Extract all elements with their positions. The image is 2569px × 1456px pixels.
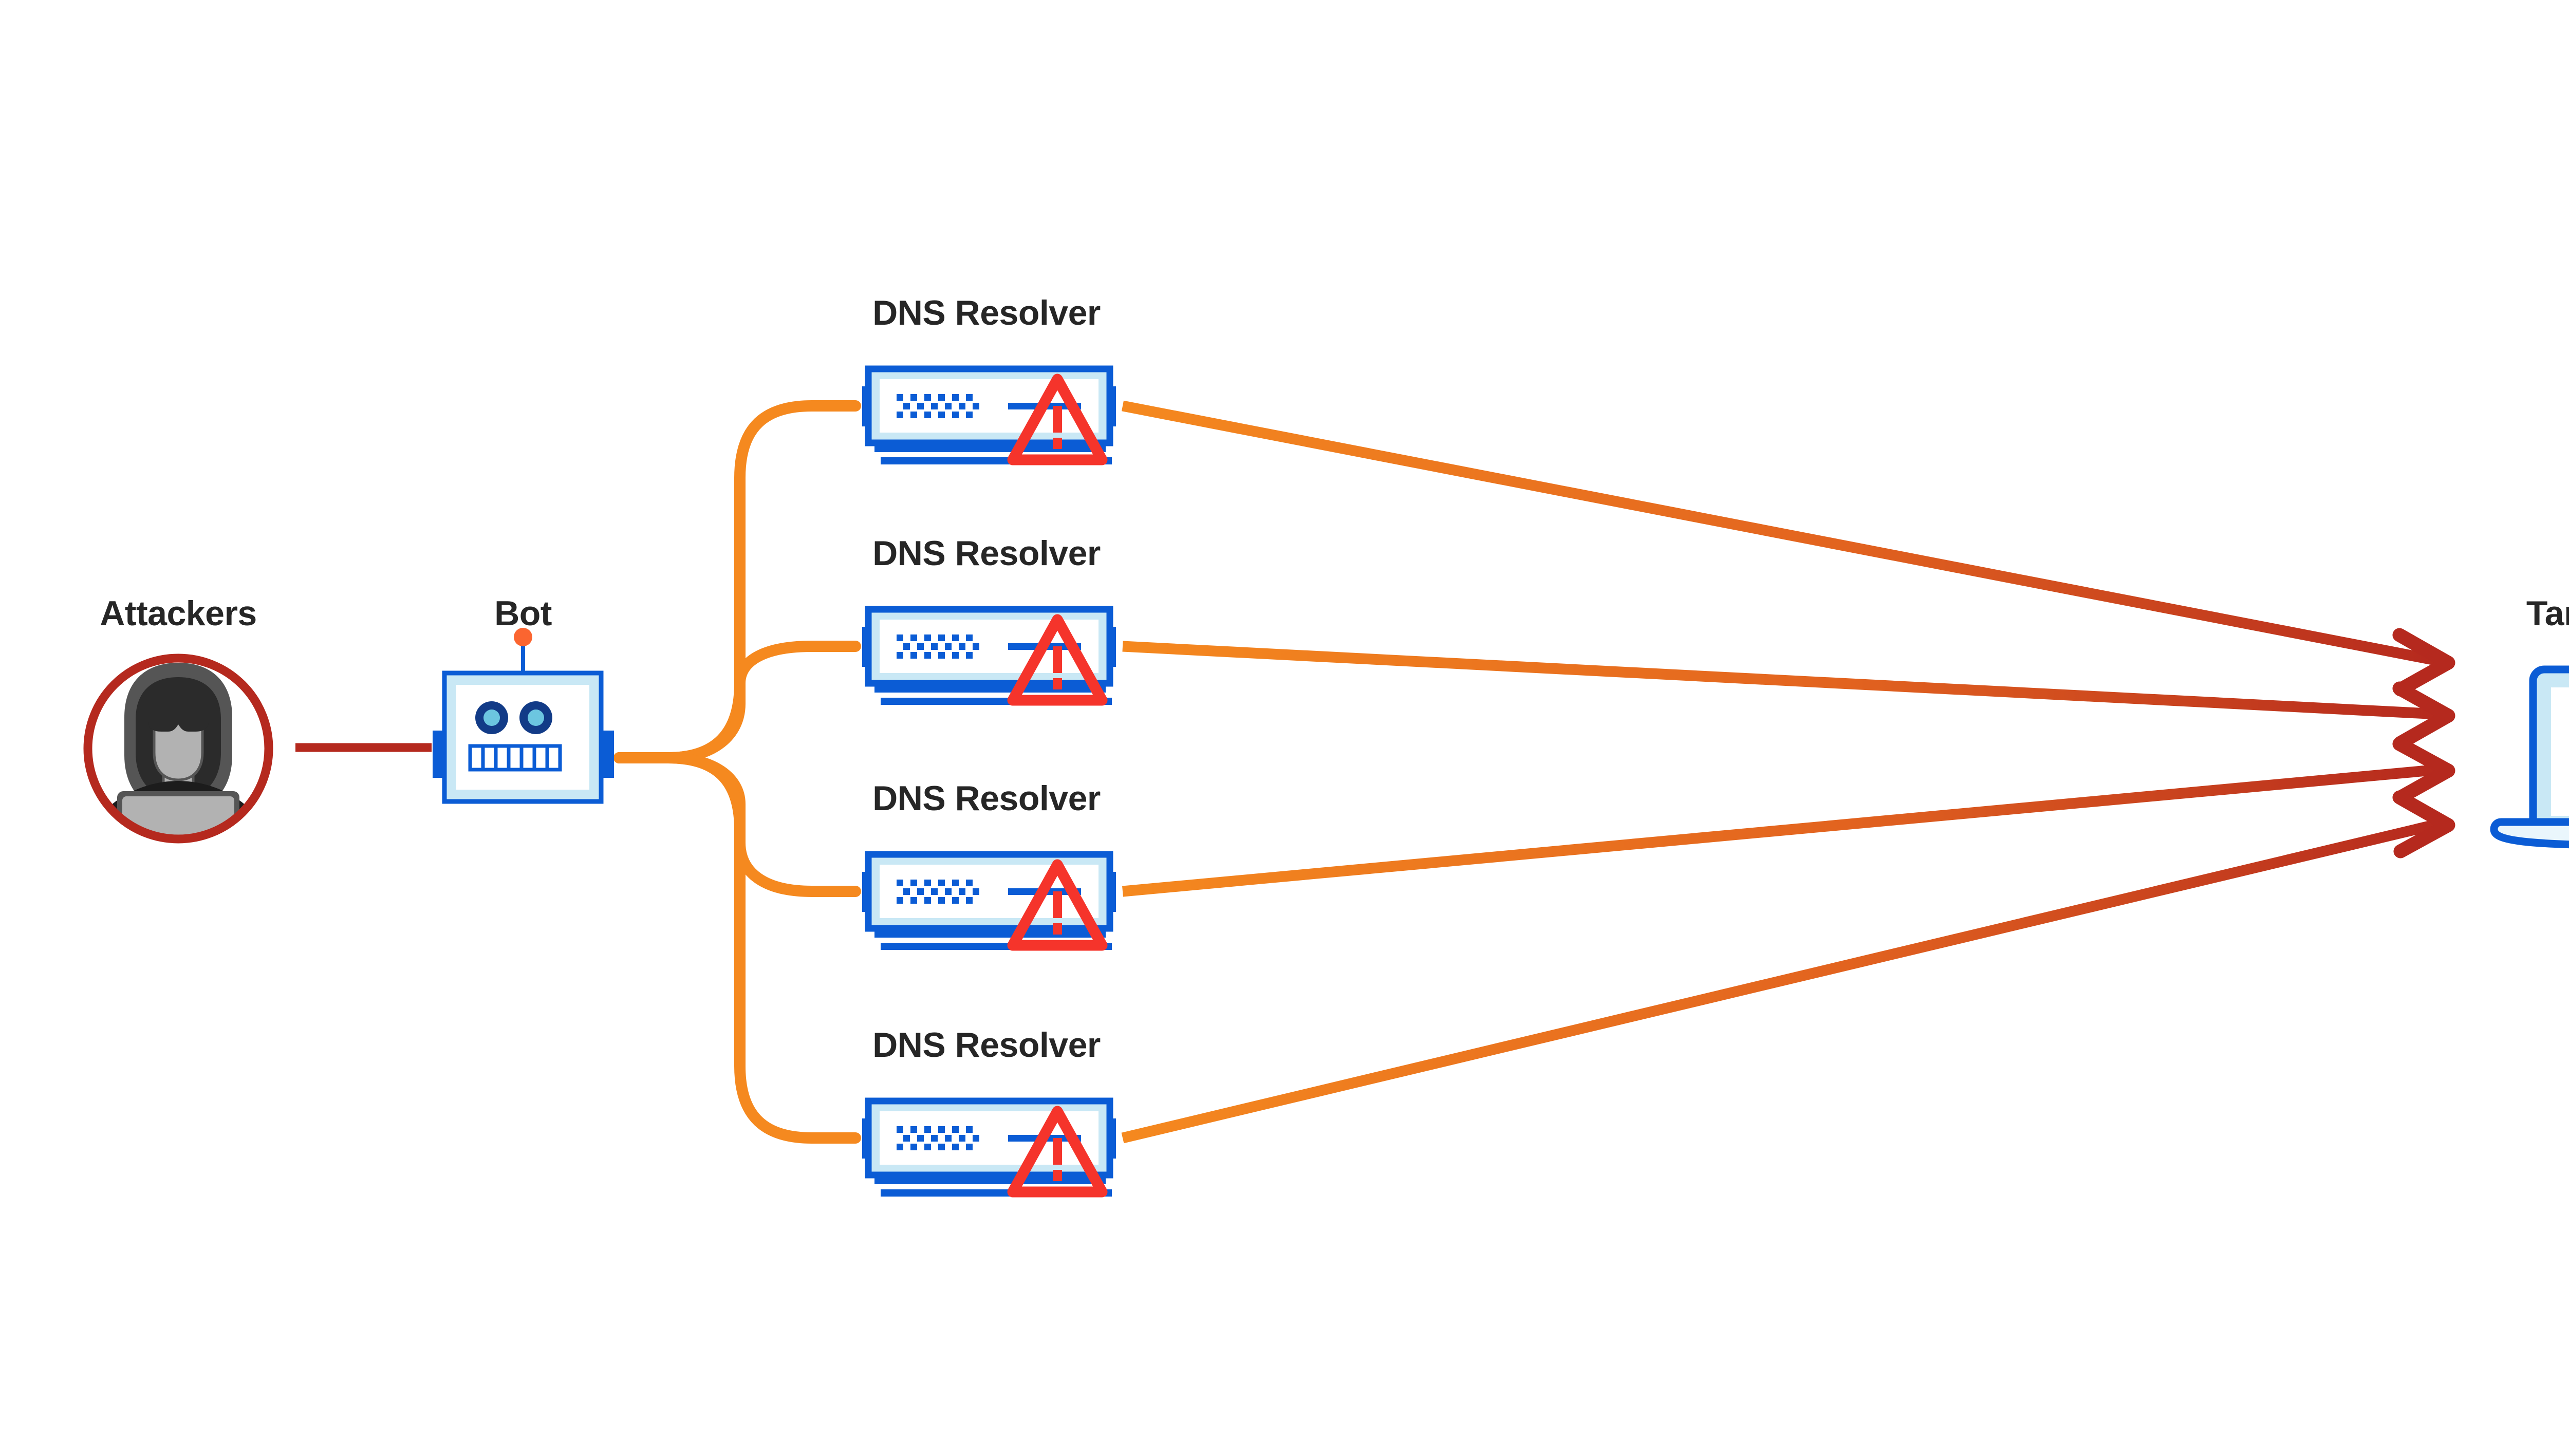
resolver-port-dots-2 <box>897 634 979 659</box>
arrowhead-to-victim-4 <box>2392 790 2455 858</box>
link-resolver-4-to-victim <box>1121 818 2440 1144</box>
arrowhead-group <box>2392 628 2455 858</box>
label-bot: Bot <box>494 594 552 633</box>
robot-icon <box>433 628 614 804</box>
hacker-avatar-icon <box>83 654 273 844</box>
label-dns-resolver-1: DNS Resolver <box>872 293 1101 332</box>
robot-mouth <box>468 744 562 772</box>
link-resolver-2-to-victim <box>1122 641 2438 720</box>
link-group-resolvers-to-victim <box>1121 400 2440 1144</box>
arrowhead-to-victim-2 <box>2392 681 2455 750</box>
robot-antenna-light <box>514 628 532 646</box>
resolver-port-dots-4 <box>897 1126 979 1150</box>
label-targeted-victim: Targeted Victim <box>2526 594 2569 633</box>
label-dns-resolver-3: DNS Resolver <box>872 779 1101 818</box>
label-dns-resolver-4: DNS Resolver <box>872 1025 1101 1065</box>
warning-triangle-icon-1 <box>1007 374 1108 465</box>
warning-triangle-icon-3 <box>1007 859 1108 951</box>
dns-resolver-icon-1 <box>862 365 1116 465</box>
dns-resolver-icon-3 <box>862 851 1116 951</box>
warning-triangle-icon-4 <box>1007 1106 1108 1198</box>
laptop-base <box>2490 818 2569 849</box>
link-resolver-3-to-victim <box>1122 764 2438 897</box>
resolver-port-dots-1 <box>897 394 979 418</box>
link-bot-to-resolver-4 <box>613 752 861 1144</box>
label-attackers: Attackers <box>100 594 257 633</box>
arrowhead-to-victim-1 <box>2392 628 2455 697</box>
dns-resolver-icon-2 <box>862 606 1116 706</box>
link-resolver-1-to-victim <box>1122 400 2439 666</box>
arrowhead-to-victim-3 <box>2392 737 2455 805</box>
label-dns-resolver-2: DNS Resolver <box>872 534 1101 573</box>
link-bot-to-resolver-2 <box>613 641 861 763</box>
dns-resolver-icon-4 <box>862 1097 1116 1198</box>
link-group-bot-to-resolvers <box>613 400 861 1144</box>
laptop-user-icon <box>2490 665 2569 849</box>
warning-triangle-icon-2 <box>1007 614 1108 706</box>
resolver-port-dots-3 <box>897 880 979 904</box>
